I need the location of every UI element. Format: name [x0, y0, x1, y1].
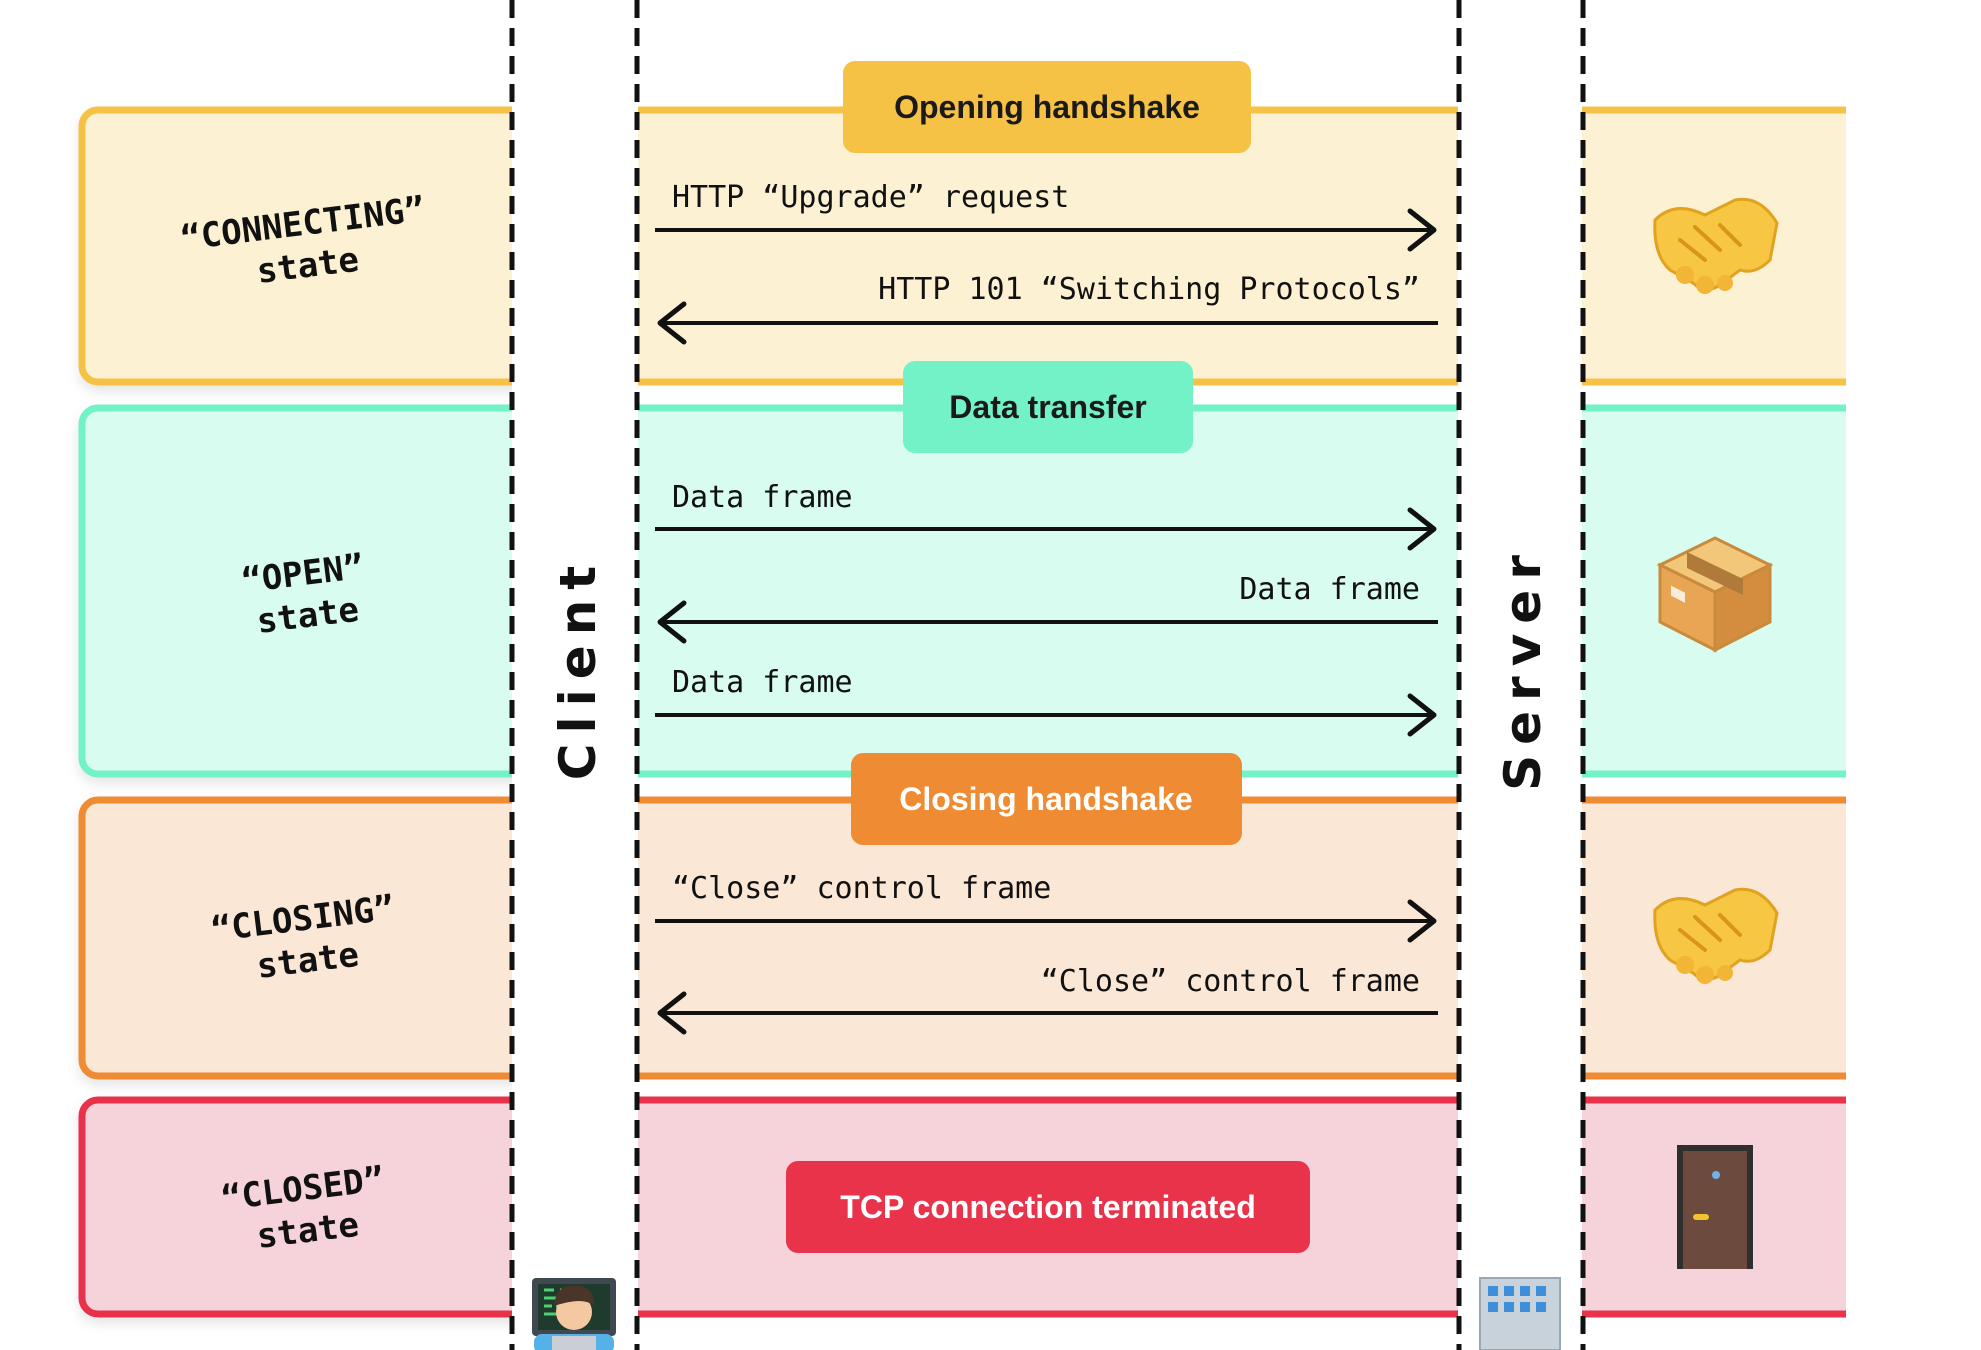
arrowhead-left-icon — [657, 301, 687, 345]
technologist-icon — [532, 1278, 616, 1350]
message-label: Data frame — [672, 665, 853, 700]
message-label: “Close” control frame — [672, 871, 1051, 906]
message-arrow: “Close” control frame — [657, 964, 1438, 1035]
message-label: HTTP “Upgrade” request — [672, 180, 1069, 215]
message-arrow: Data frame — [657, 572, 1438, 644]
arrowhead-right-icon — [1407, 507, 1437, 551]
badge-closing-handshake: Closing handshake — [851, 753, 1242, 845]
badge-tcp-terminated: TCP connection terminated — [786, 1161, 1310, 1253]
message-arrow: “Close” control frame — [655, 871, 1437, 943]
office-building-icon — [1479, 1277, 1561, 1350]
message-label: Data frame — [672, 480, 853, 515]
arrowhead-right-icon — [1407, 208, 1437, 252]
message-arrow: Data frame — [655, 665, 1437, 737]
svg-text:Opening handshake: Opening handshake — [894, 89, 1200, 125]
svg-text:TCP connection terminated: TCP connection terminated — [840, 1189, 1255, 1225]
message-arrow: HTTP 101 “Switching Protocols” — [657, 272, 1438, 345]
client-lane-label: Client — [549, 556, 607, 780]
message-label: HTTP 101 “Switching Protocols” — [878, 272, 1420, 307]
arrowhead-right-icon — [1407, 899, 1437, 943]
handshake-icon — [1653, 887, 1779, 984]
server-lane-label: Server — [1494, 545, 1552, 791]
package-icon — [1656, 536, 1774, 653]
svg-text:Closing handshake: Closing handshake — [899, 781, 1192, 817]
arrowhead-left-icon — [657, 600, 687, 644]
arrowhead-left-icon — [657, 991, 687, 1035]
door-icon — [1677, 1145, 1753, 1269]
band-closing-center — [638, 800, 1458, 1076]
badge-opening-handshake: Opening handshake — [843, 61, 1251, 153]
message-label: “Close” control frame — [1041, 964, 1420, 999]
message-label: Data frame — [1239, 572, 1420, 607]
svg-text:Data transfer: Data transfer — [949, 389, 1146, 425]
message-arrow: Data frame — [655, 480, 1437, 551]
band-connecting-center — [638, 110, 1458, 382]
badge-data-transfer: Data transfer — [903, 361, 1193, 453]
message-arrow: HTTP “Upgrade” request — [655, 180, 1437, 252]
arrowhead-right-icon — [1407, 693, 1437, 737]
handshake-icon — [1653, 197, 1779, 294]
phase-connecting — [78, 106, 1981, 386]
